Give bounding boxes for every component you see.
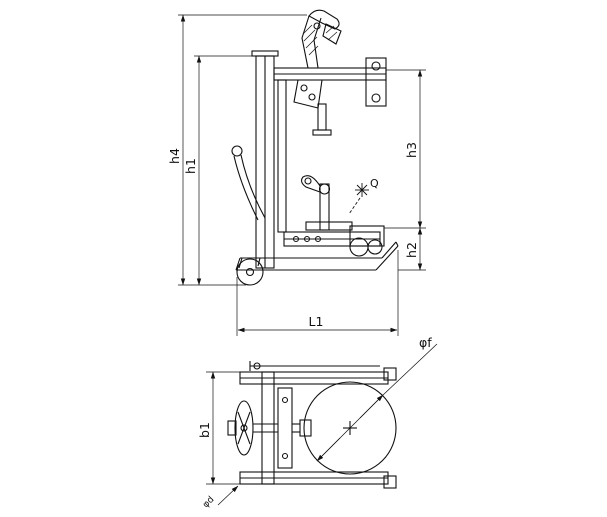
top-dimensions [206, 343, 438, 506]
load-label-q: Q [370, 177, 379, 190]
dim-label-h4: h4 [167, 148, 182, 164]
clamp-mechanism [301, 175, 353, 231]
top-clamp [301, 9, 342, 69]
frame-plan [239, 361, 397, 489]
load-center-mark [348, 183, 369, 215]
corner-leader [217, 485, 239, 506]
base-frame [235, 241, 399, 271]
dim-label-h1: h1 [183, 158, 198, 174]
mast [251, 50, 287, 269]
hatching [302, 24, 338, 56]
dim-label-h3: h3 [404, 142, 419, 158]
dim-label-b1: b1 [197, 422, 212, 438]
handwheel [227, 400, 278, 456]
carriage [283, 225, 385, 257]
drum-outline [292, 381, 397, 475]
caster-wheel [236, 257, 264, 286]
top-view [227, 361, 397, 489]
top-boom [273, 57, 387, 109]
hanging-rod [312, 103, 332, 136]
side-view [231, 9, 399, 286]
dim-label-phi-f: φf [419, 335, 432, 350]
drum-circle [303, 381, 397, 475]
dim-label-h2: h2 [404, 242, 419, 258]
hand-lever [231, 145, 266, 221]
dim-label-L1: L1 [309, 314, 324, 329]
side-dimension-labels: h4 h1 h3 h2 L1 Q [167, 142, 419, 329]
corner-label: φd [201, 495, 216, 510]
side-dimensions [178, 14, 426, 336]
